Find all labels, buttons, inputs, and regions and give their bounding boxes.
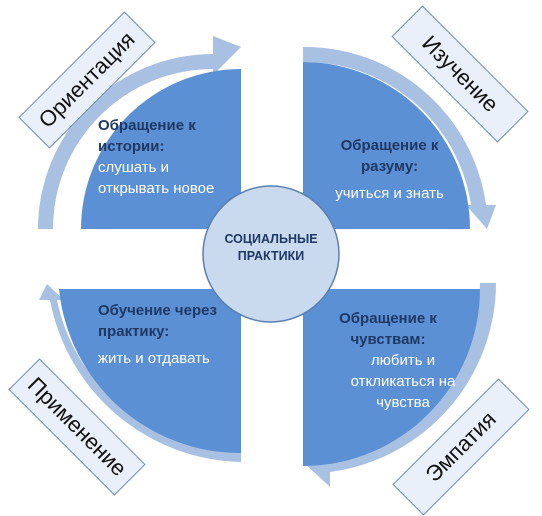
quadrant-body: жить и отдавать: [98, 350, 210, 367]
center-label: СОЦИАЛЬНЫЕ ПРАКТИКИ: [224, 232, 318, 263]
quadrant-body: любить и откликаться на чувства: [350, 352, 456, 411]
quadrant-heading: Обращение к разуму:: [340, 137, 439, 175]
quadrant-text-top-right: Обращение к разуму: учиться и знать: [322, 135, 457, 204]
quadrant-bottom-left: [59, 289, 241, 454]
arrow-bottom-left: [39, 284, 241, 462]
arrow-top-right: [303, 46, 496, 229]
quadrant-heading: Обращение к чувствам:: [339, 310, 437, 348]
quadrant-text-bottom-right: Обращение к чувствам: любить и откликать…: [318, 308, 458, 413]
quadrant-heading: Обращение к истории:: [98, 117, 196, 155]
quadrant-body: учиться и знать: [335, 185, 444, 202]
quadrant-text-top-left: Обращение к истории: слушать и открывать…: [98, 115, 223, 199]
quadrant-top-left: [81, 69, 241, 229]
arrow-bottom-right: [303, 283, 496, 487]
quadrant-text-bottom-left: Обучение через практику: жить и отдавать: [98, 300, 223, 369]
arrow-top-left: [38, 36, 241, 229]
quadrant-heading: Обучение через практику:: [98, 302, 217, 340]
center-circle: [202, 185, 340, 323]
quadrant-body: слушать и открывать новое: [98, 159, 215, 197]
quadrant-top-right: [303, 62, 470, 229]
quadrant-bottom-right: [303, 289, 480, 466]
